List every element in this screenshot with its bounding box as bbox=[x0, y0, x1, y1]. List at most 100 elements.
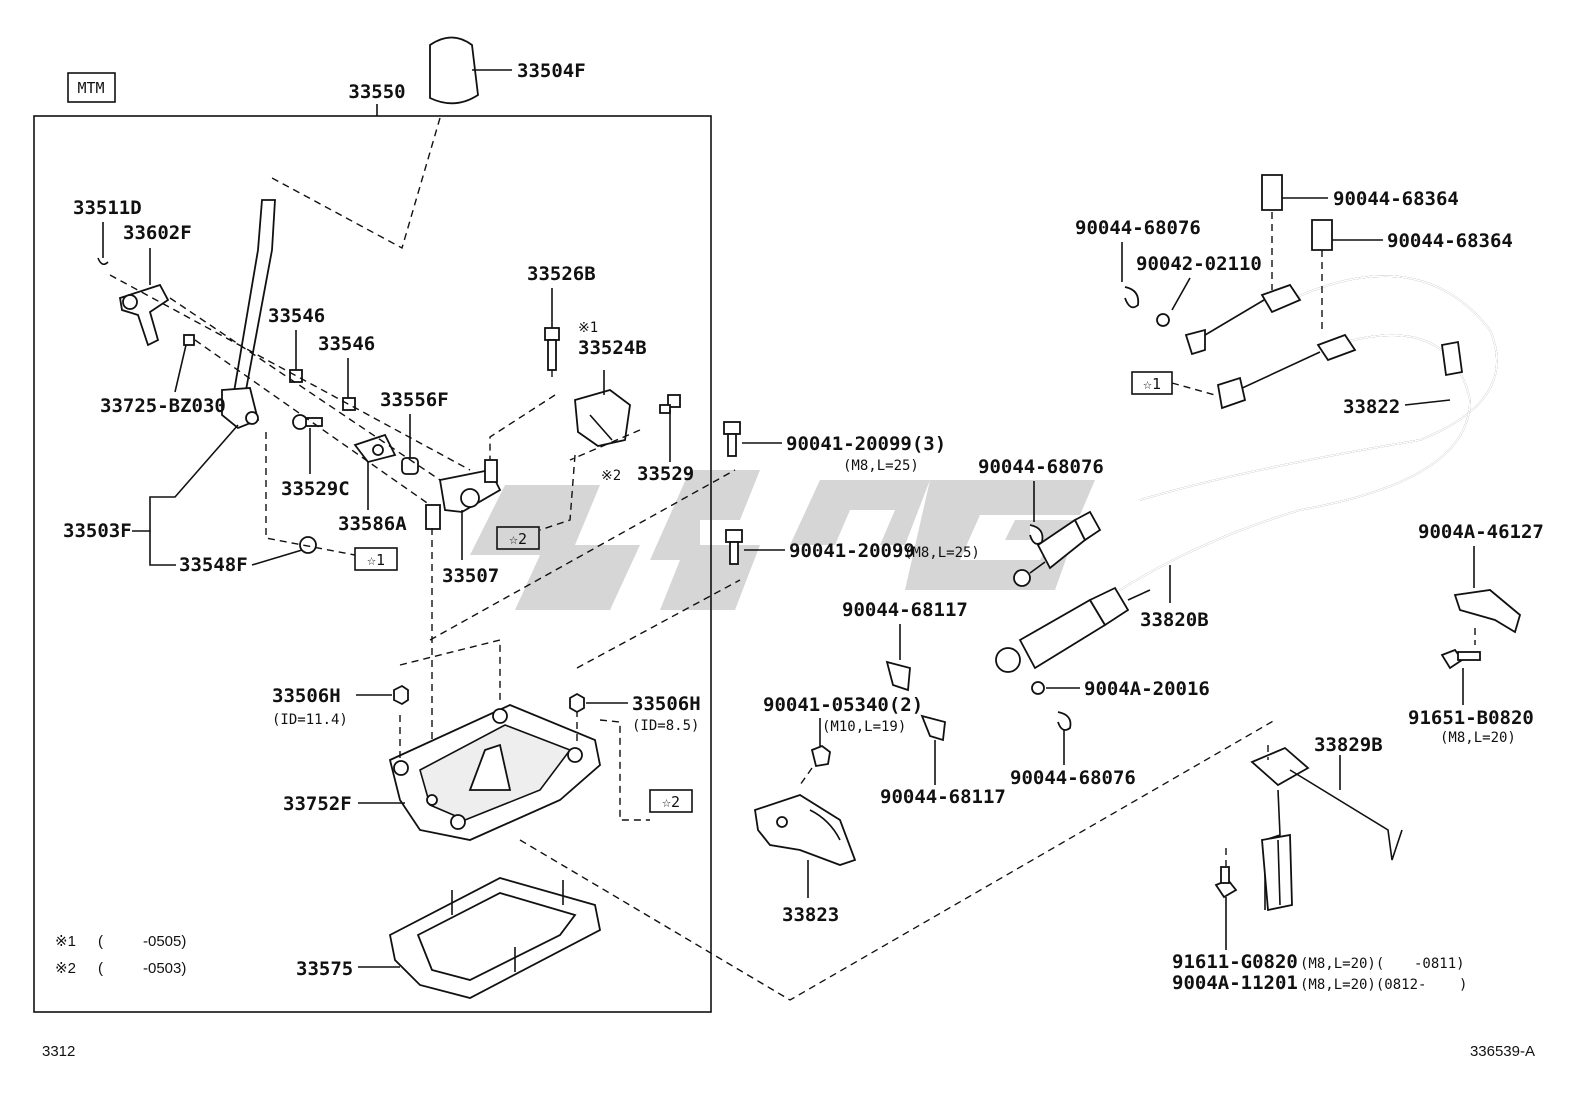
bushing-33548F bbox=[299, 536, 317, 554]
housing-33752F bbox=[388, 704, 601, 841]
bolt-33529C bbox=[292, 414, 323, 430]
bolt-90041-20099-3 bbox=[723, 421, 741, 457]
bracket-33524B bbox=[574, 389, 631, 447]
bolt-90041-05340 bbox=[810, 744, 831, 768]
bracket-33823 bbox=[753, 794, 857, 866]
mtm-tag-box bbox=[67, 72, 116, 103]
label-33550: 33550 bbox=[348, 81, 405, 103]
star1-left: ☆1 bbox=[367, 551, 385, 569]
bolt-33526B bbox=[544, 327, 560, 371]
label-33506H-a-sub: (ID=11.4) bbox=[272, 712, 348, 728]
label-33575: 33575 bbox=[296, 958, 353, 980]
label-33503F: 33503F bbox=[63, 520, 132, 542]
label-33506H-b-sub: (ID=8.5) bbox=[632, 718, 699, 734]
label-90044-68076-a: 90044-68076 bbox=[1075, 217, 1201, 239]
label-90044-68117-b: 90044-68117 bbox=[880, 786, 1006, 808]
mark-2-at-33529: ※2 bbox=[601, 468, 621, 484]
label-91611-G0820-range: -0811) bbox=[1414, 956, 1465, 972]
label-91611-G0820-sub: (M8,L=20)( bbox=[1300, 956, 1384, 972]
label-33529C: 33529C bbox=[281, 478, 350, 500]
assembly-box bbox=[33, 115, 712, 1013]
label-33820B: 33820B bbox=[1140, 609, 1209, 631]
mtm-tag: MTM bbox=[77, 79, 104, 97]
star1-box-left bbox=[354, 547, 398, 571]
label-33529: 33529 bbox=[637, 463, 694, 485]
footer-right: 336539-A bbox=[1470, 1043, 1535, 1060]
star2-box-right bbox=[649, 789, 693, 813]
label-33526B: 33526B bbox=[527, 263, 596, 285]
label-90041-05340: 90041-05340(2) bbox=[763, 694, 923, 716]
bolt-90041-20099 bbox=[725, 529, 743, 565]
cable-end-lower bbox=[995, 586, 1130, 673]
label-33524B: 33524B bbox=[578, 337, 647, 359]
label-91651-B0820-sub: (M8,L=20) bbox=[1440, 730, 1516, 746]
label-33546-a: 33546 bbox=[268, 305, 325, 327]
label-9004A-11201-sub: (M8,L=20)(0812- bbox=[1300, 977, 1426, 993]
label-9004A-46127: 9004A-46127 bbox=[1418, 521, 1544, 543]
bushing-33725 bbox=[183, 334, 195, 346]
label-33602F: 33602F bbox=[123, 222, 192, 244]
label-90044-68076-b: 90044-68076 bbox=[978, 456, 1104, 478]
bolt-33529 bbox=[659, 394, 681, 414]
bushing-33546-b bbox=[342, 397, 356, 411]
clip-90044-68076-b bbox=[1029, 524, 1044, 545]
clip-90044-68076-a bbox=[1124, 286, 1140, 309]
bolt-91611-G0820 bbox=[1214, 866, 1238, 899]
bracket-9004A-46127 bbox=[1453, 589, 1522, 634]
star2-left: ☆2 bbox=[509, 530, 527, 548]
label-33506H-b: 33506H bbox=[632, 693, 701, 715]
clip-90044-68364-a bbox=[1261, 174, 1283, 211]
note-2-open: ( bbox=[98, 960, 103, 977]
star2-box-left bbox=[496, 526, 540, 550]
clip-90044-68364-b bbox=[1311, 219, 1333, 251]
label-91611-G0820: 91611-G0820 bbox=[1172, 951, 1298, 973]
mark-1-at-33524B: ※1 bbox=[578, 320, 598, 336]
label-9004A-20016: 9004A-20016 bbox=[1084, 678, 1210, 700]
lever-33507 bbox=[425, 459, 502, 530]
label-33548F: 33548F bbox=[179, 554, 248, 576]
footer-left: 3312 bbox=[42, 1043, 75, 1060]
label-9004A-11201: 9004A-11201 bbox=[1172, 972, 1298, 994]
star2-right: ☆2 bbox=[662, 793, 680, 811]
note-1-mark: ※1 bbox=[55, 933, 76, 950]
watermark-logo bbox=[470, 470, 1095, 610]
note-1-code: -0505) bbox=[143, 933, 186, 950]
label-33507: 33507 bbox=[442, 565, 499, 587]
star1-right: ☆1 bbox=[1143, 375, 1161, 393]
label-90044-68076-c: 90044-68076 bbox=[1010, 767, 1136, 789]
washer-9004A-20016 bbox=[1031, 681, 1045, 695]
note-1-open: ( bbox=[98, 933, 103, 950]
label-90041-20099-3: 90041-20099(3) bbox=[786, 433, 946, 455]
label-90041-20099: 90041-20099 bbox=[789, 540, 915, 562]
label-33586A: 33586A bbox=[338, 513, 407, 535]
label-33556F: 33556F bbox=[380, 389, 449, 411]
washer-90042-02110 bbox=[1156, 313, 1170, 327]
shift-knob bbox=[429, 36, 512, 105]
note-2-code: -0503) bbox=[143, 960, 186, 977]
label-33506H-a: 33506H bbox=[272, 685, 341, 707]
bracket-33829B bbox=[1250, 746, 1403, 912]
label-33504F: 33504F bbox=[517, 60, 586, 82]
clip-90044-68076-c bbox=[1057, 711, 1072, 731]
label-90041-05340-sub: (M10,L=19) bbox=[822, 719, 906, 735]
label-90044-68364-b: 90044-68364 bbox=[1387, 230, 1513, 252]
clip-33511D bbox=[97, 257, 109, 266]
label-90042-02110: 90042-02110 bbox=[1136, 253, 1262, 275]
gasket-33575 bbox=[388, 877, 602, 999]
label-9004A-11201-close: ) bbox=[1459, 977, 1467, 993]
label-33822: 33822 bbox=[1343, 396, 1400, 418]
label-33823: 33823 bbox=[782, 904, 839, 926]
nut-33506H-a bbox=[393, 684, 409, 706]
label-33752F: 33752F bbox=[283, 793, 352, 815]
bolt-91651-B0820 bbox=[1440, 648, 1481, 670]
plate-33586A bbox=[353, 433, 397, 464]
label-33511D: 33511D bbox=[73, 197, 142, 219]
label-33725-BZ030: 33725-BZ030 bbox=[100, 395, 226, 417]
label-33546-b: 33546 bbox=[318, 333, 375, 355]
label-90041-20099-sub: (M8,L=25) bbox=[904, 545, 980, 561]
cable-end-upper bbox=[1013, 510, 1102, 587]
label-90044-68364-a: 90044-68364 bbox=[1333, 188, 1459, 210]
nut-33506H-b bbox=[569, 692, 585, 714]
